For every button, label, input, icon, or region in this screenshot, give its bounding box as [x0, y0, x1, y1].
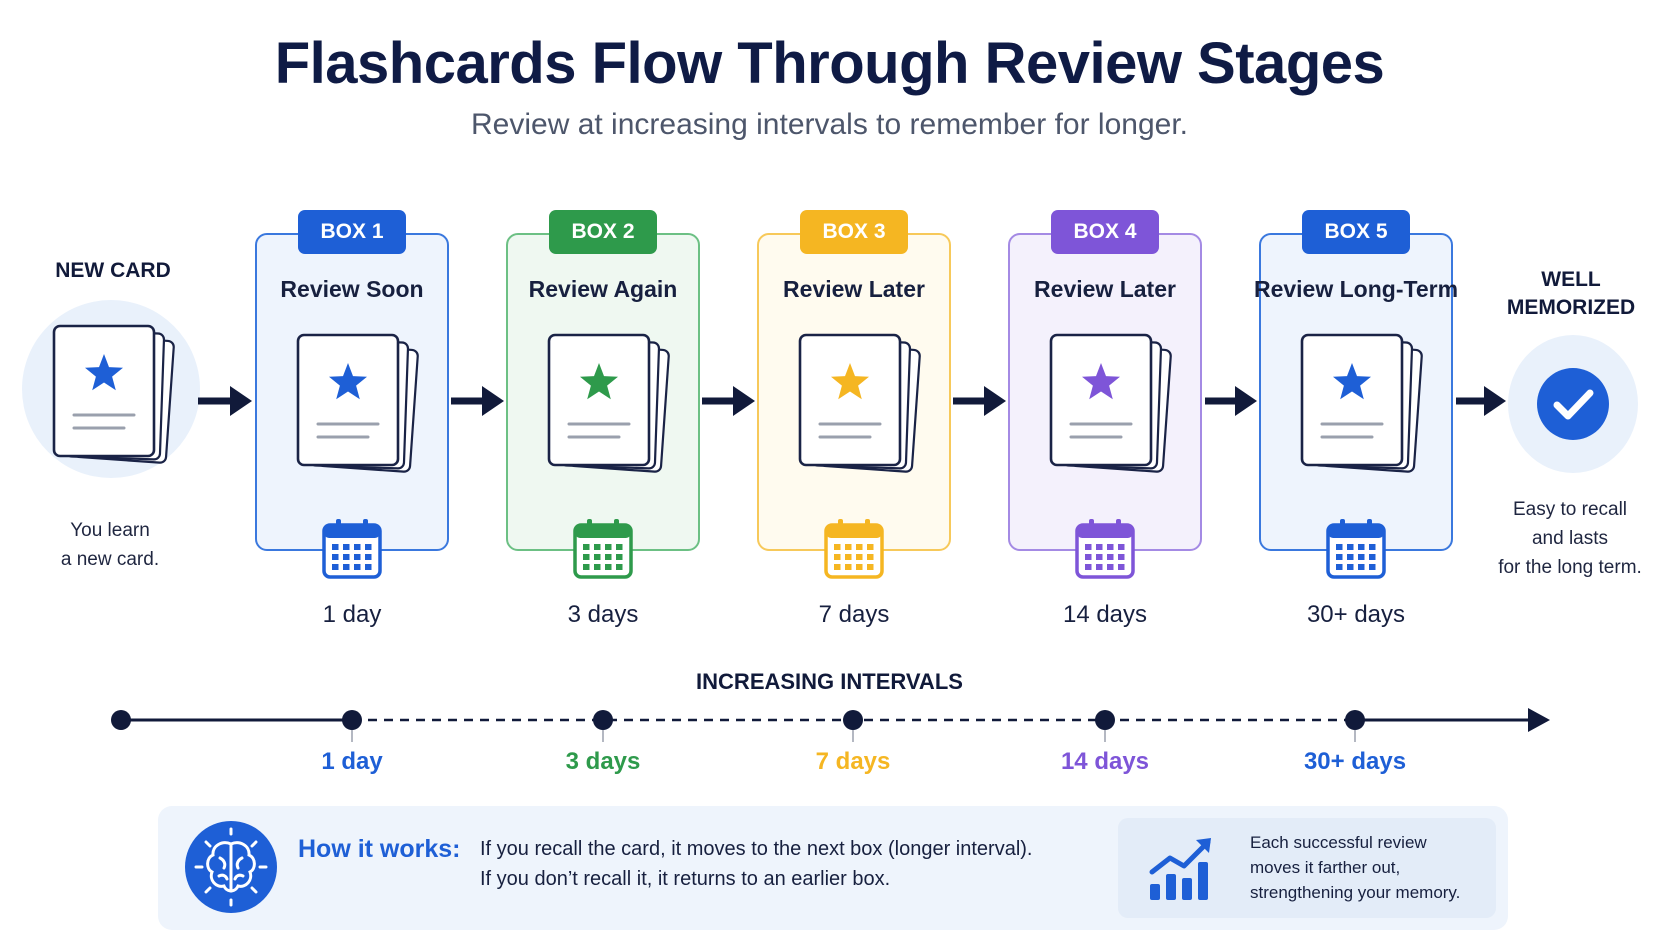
- box-title: Review Soon: [280, 276, 424, 302]
- box-interval: 1 day: [322, 601, 382, 628]
- arrow-right-icon: [1456, 386, 1506, 416]
- timeline-point-label: 3 days: [565, 748, 641, 775]
- calendar-icon: [824, 519, 884, 579]
- new-card-caption-line: You learn: [70, 520, 150, 541]
- box-title: Review Again: [528, 276, 678, 302]
- timeline-dot: [1345, 710, 1365, 730]
- new-card-caption: You learn a new card.: [10, 516, 210, 574]
- box-interval: 30+ days: [1306, 601, 1406, 628]
- how-it-works-line: If you recall the card, it moves to the …: [480, 838, 1033, 860]
- box-badge: BOX 5: [1302, 210, 1410, 254]
- card-stack-icon: [1049, 333, 1172, 473]
- timeline-start-dot: [111, 710, 131, 730]
- success-note-line: Each successful review: [1250, 833, 1427, 852]
- box-interval: 3 days: [567, 601, 639, 628]
- arrow-right-icon: [198, 386, 252, 416]
- well-memorized-caption-line: and lasts: [1531, 528, 1609, 549]
- well-memorized-line: MEMORIZED: [1506, 296, 1636, 319]
- arrow-right-icon: [1205, 386, 1257, 416]
- card-stack-icon: [1300, 333, 1423, 473]
- calendar-icon: [1075, 519, 1135, 579]
- box-badge: BOX 2: [549, 210, 657, 254]
- card-stack-icon: [296, 333, 419, 473]
- box-title: Review Long-Term: [1253, 276, 1459, 302]
- timeline-dot: [1095, 710, 1115, 730]
- well-memorized-line: WELL: [1541, 268, 1601, 291]
- arrow-right-icon: [451, 386, 504, 416]
- timeline-label: INCREASING INTERVALS: [696, 669, 963, 694]
- well-memorized-caption: Easy to recall and lasts for the long te…: [1470, 495, 1659, 582]
- box-interval: 14 days: [1062, 601, 1148, 628]
- page-title: Flashcards Flow Through Review Stages: [274, 31, 1385, 96]
- timeline-point-label: 30+ days: [1303, 748, 1407, 775]
- timeline-dot: [593, 710, 613, 730]
- success-note-line: moves it farther out,: [1250, 858, 1401, 877]
- page-subtitle: Review at increasing intervals to rememb…: [471, 108, 1188, 141]
- box-badge: BOX 4: [1051, 210, 1159, 254]
- calendar-icon: [322, 519, 382, 579]
- box-title: Review Later: [783, 276, 925, 302]
- card-stack-icon: [798, 333, 921, 473]
- timeline-dot: [342, 710, 362, 730]
- success-note-panel: [1118, 818, 1496, 918]
- card-stack-icon: [52, 324, 175, 464]
- box-badge: BOX 3: [800, 210, 908, 254]
- timeline-arrowhead: [1528, 708, 1550, 732]
- growth-chart-icon: [1149, 838, 1211, 900]
- arrow-right-icon: [702, 386, 755, 416]
- check-icon: [1537, 368, 1609, 440]
- timeline-point-label: 7 days: [815, 748, 891, 775]
- how-it-works-title: How it works:: [298, 835, 461, 863]
- timeline-point-label: 14 days: [1060, 748, 1150, 775]
- box-title: Review Later: [1034, 276, 1176, 302]
- box-interval: 7 days: [818, 601, 890, 628]
- well-memorized-heading: WELL MEMORIZED: [1492, 266, 1650, 322]
- box-badge: BOX 1: [298, 210, 406, 254]
- timeline-dot: [843, 710, 863, 730]
- well-memorized-caption-line: Easy to recall: [1512, 499, 1628, 520]
- new-card-heading: NEW CARD: [55, 259, 171, 282]
- how-it-works-line: If you don’t recall it, it returns to an…: [480, 868, 891, 890]
- well-memorized-caption-line: for the long term.: [1498, 557, 1642, 578]
- success-note-line: strengthening your memory.: [1250, 883, 1461, 902]
- card-stack-icon: [547, 333, 670, 473]
- calendar-icon: [573, 519, 633, 579]
- arrow-right-icon: [953, 386, 1006, 416]
- brain-icon: [185, 821, 277, 913]
- calendar-icon: [1326, 519, 1386, 579]
- new-card-caption-line: a new card.: [60, 549, 160, 570]
- timeline-point-label: 1 day: [321, 748, 383, 775]
